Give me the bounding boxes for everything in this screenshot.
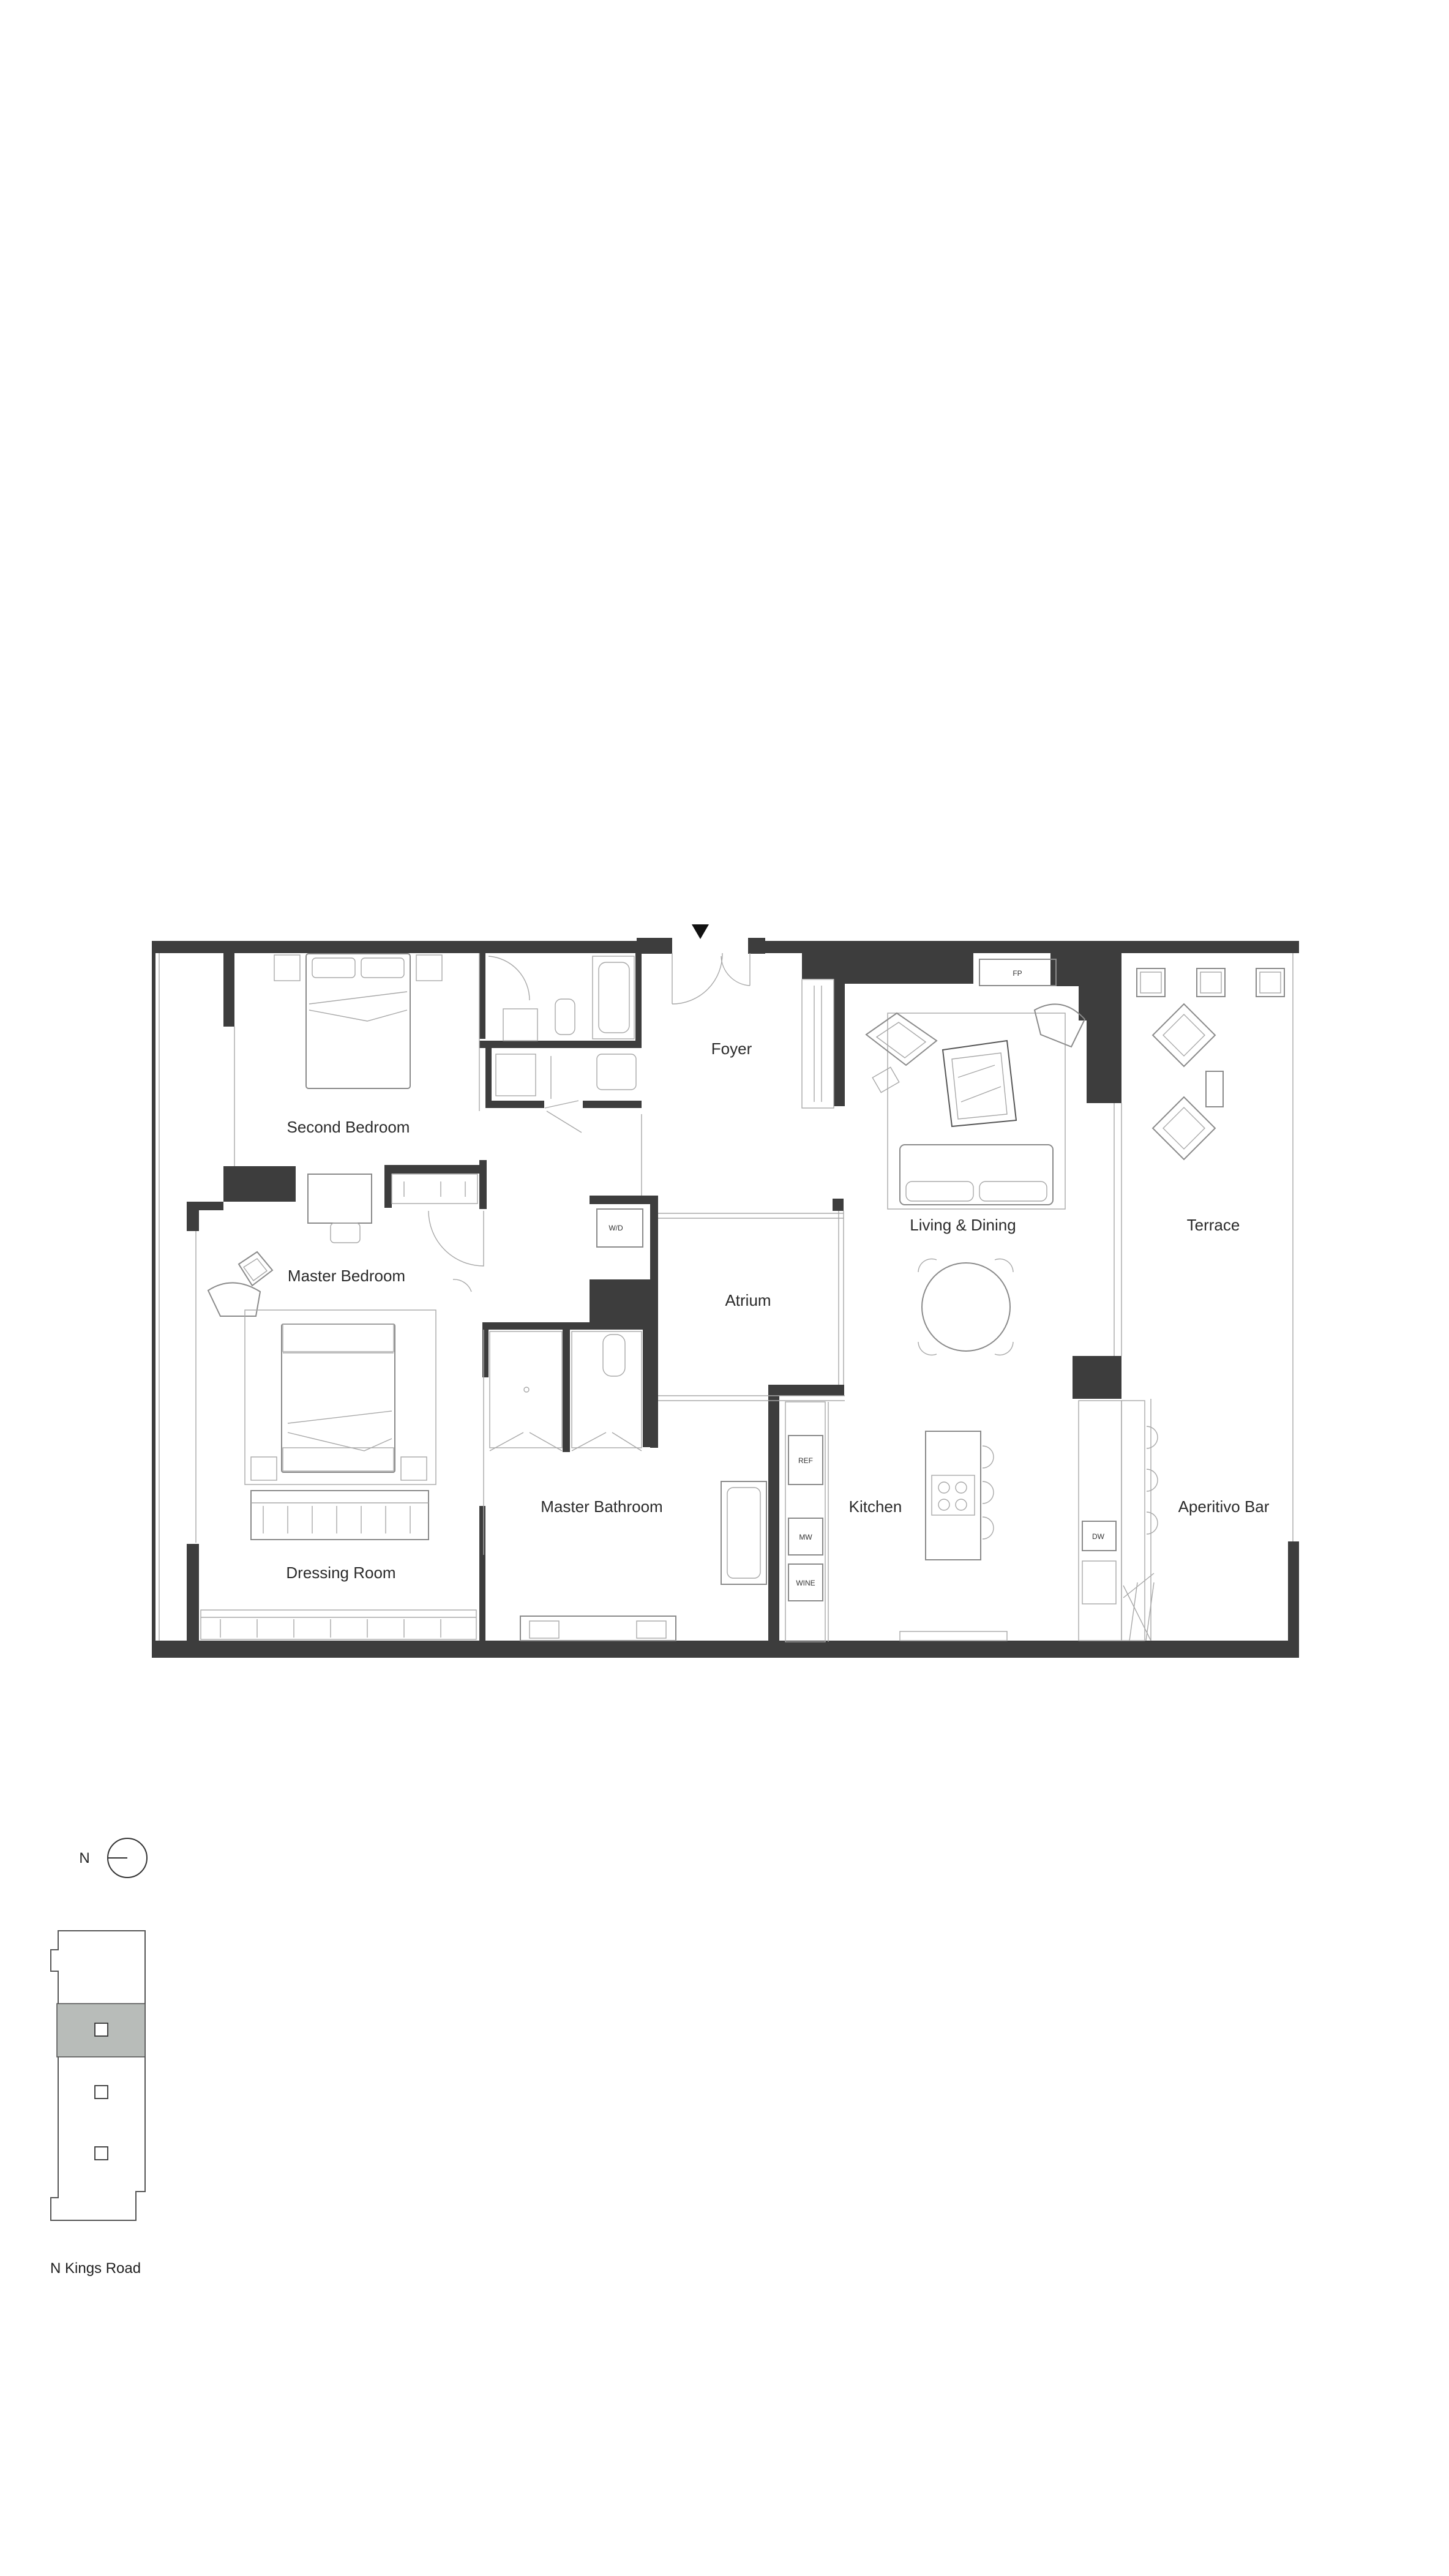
kitchen <box>785 1401 1008 1642</box>
exterior-walls <box>152 938 1299 1658</box>
key-plan: N Kings Road <box>50 1930 146 2277</box>
living-dining-label: Living & Dining <box>910 1216 1016 1234</box>
dressing-room-label: Dressing Room <box>286 1563 395 1582</box>
microwave-tag: MW <box>799 1533 812 1541</box>
compass-north-label: N <box>79 1850 89 1866</box>
kitchen-label: Kitchen <box>849 1497 902 1516</box>
master-bedroom <box>195 1174 484 1543</box>
washer-dryer-tag: W/D <box>608 1224 623 1232</box>
refrigerator-tag: REF <box>798 1456 813 1465</box>
master-bedroom-label: Master Bedroom <box>288 1267 405 1285</box>
living-dining <box>865 959 1122 1356</box>
aperitivo-bar <box>1078 1399 1158 1641</box>
street-label: N Kings Road <box>50 2260 141 2277</box>
terrace <box>1136 968 1285 1161</box>
compass: N <box>79 1838 148 1878</box>
second-bedroom-label: Second Bedroom <box>287 1118 410 1136</box>
entry-marker-icon <box>692 924 709 939</box>
foyer <box>641 924 834 1196</box>
wine-tag: WINE <box>796 1579 815 1587</box>
dishwasher-tag: DW <box>1092 1532 1105 1541</box>
key-plan-unit-marker <box>94 2023 108 2037</box>
appliance-tags: FP W/D REF MW WINE DW <box>608 969 1104 1587</box>
atrium-label: Atrium <box>725 1291 771 1309</box>
aperitivo-bar-label: Aperitivo Bar <box>1178 1497 1270 1516</box>
room-labels: Second Bedroom Foyer Living & Dining Ter… <box>286 1039 1269 1582</box>
second-bedroom <box>234 953 480 1166</box>
terrace-label: Terrace <box>1187 1216 1240 1234</box>
master-bathroom <box>489 1331 767 1641</box>
dressing-room <box>200 1330 484 1640</box>
atrium <box>596 1208 845 1401</box>
master-bathroom-label: Master Bathroom <box>541 1497 662 1516</box>
fireplace-tag: FP <box>1013 969 1022 978</box>
foyer-label: Foyer <box>711 1039 752 1058</box>
second-bathroom <box>488 956 637 1133</box>
interior-walls <box>187 953 1121 1642</box>
